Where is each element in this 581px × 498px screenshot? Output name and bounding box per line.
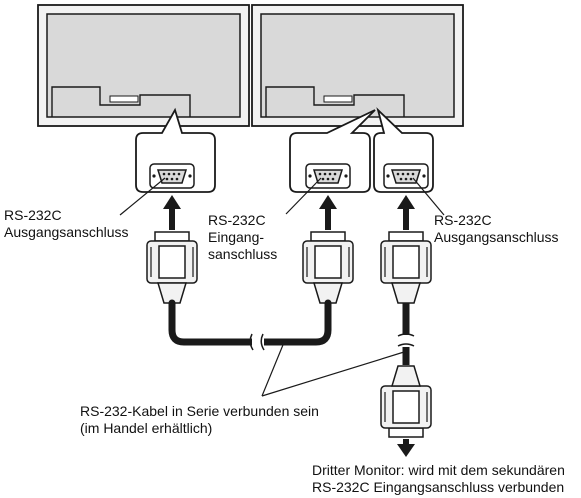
cable-to-third-monitor bbox=[380, 303, 432, 438]
cable-between-monitors bbox=[168, 299, 332, 351]
label-cable: RS-232-Kabel in Serie verbunden sein (im… bbox=[80, 403, 319, 437]
plug-left-icon bbox=[146, 231, 198, 304]
label-third-monitor-line2: RS-232C Eingangsanschluss verbunden bbox=[312, 479, 565, 495]
arrow-up-middle-icon bbox=[319, 195, 337, 230]
label-right-port: RS-232C Ausgangsanschluss bbox=[434, 212, 559, 246]
leader-lines bbox=[119, 177, 445, 397]
callout-right bbox=[373, 107, 434, 193]
label-third-monitor-line1: Dritter Monitor: wird mit dem sekundären bbox=[312, 462, 565, 478]
callout-left bbox=[135, 107, 216, 193]
label-right-port-line1: RS-232C bbox=[434, 212, 492, 228]
label-middle-port: RS-232C Eingang- sanschluss bbox=[208, 212, 277, 263]
plug-third-monitor-icon bbox=[380, 365, 432, 438]
rs232-output-port-right-icon bbox=[383, 163, 429, 189]
label-cable-line2: (im Handel erhältlich) bbox=[80, 420, 213, 436]
label-middle-port-line1: RS-232C bbox=[208, 212, 266, 228]
label-third-monitor: Dritter Monitor: wird mit dem sekundären… bbox=[312, 462, 565, 496]
label-left-port-line2: Ausgangsanschluss bbox=[4, 224, 129, 240]
callout-middle bbox=[289, 109, 376, 193]
label-left-port: RS-232C Ausgangsanschluss bbox=[4, 207, 129, 241]
label-left-port-line1: RS-232C bbox=[4, 207, 62, 223]
label-cable-line1: RS-232-Kabel in Serie verbunden sein bbox=[80, 403, 319, 419]
label-right-port-line2: Ausgangsanschluss bbox=[434, 229, 559, 245]
plug-middle-icon bbox=[302, 231, 354, 304]
monitor-right bbox=[251, 4, 464, 127]
arrow-down-third-monitor-icon bbox=[397, 439, 415, 457]
arrow-up-right-icon bbox=[397, 195, 415, 230]
monitor-left bbox=[37, 4, 250, 127]
label-middle-port-line3: sanschluss bbox=[208, 246, 278, 262]
arrow-up-left-icon bbox=[163, 195, 181, 230]
plug-right-icon bbox=[380, 231, 432, 304]
rs232-input-port-icon bbox=[305, 163, 351, 189]
label-middle-port-line2: Eingang- bbox=[208, 229, 265, 245]
